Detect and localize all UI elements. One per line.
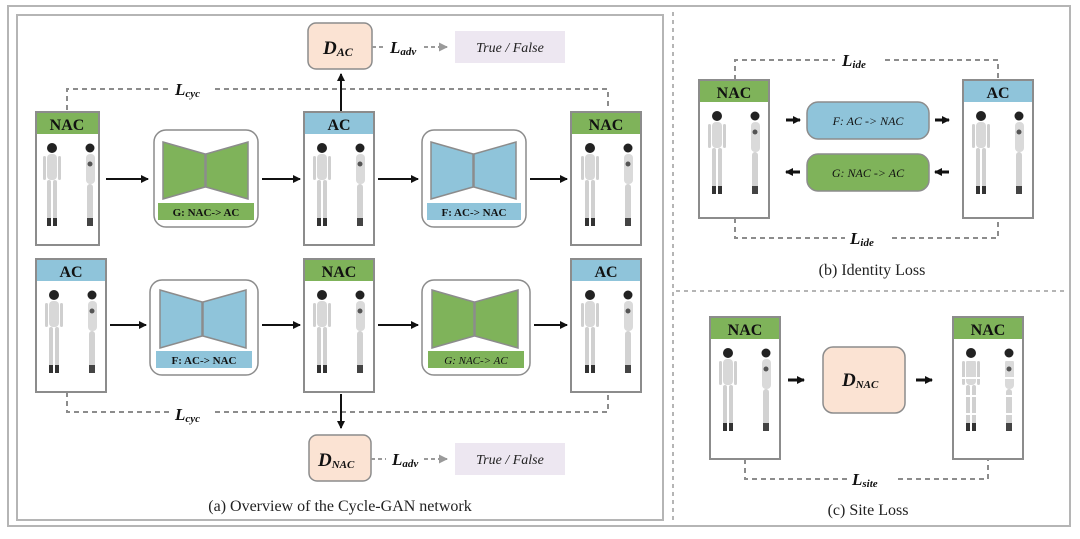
discriminator-nac-label: DNAC xyxy=(317,450,355,471)
true-false-top: True / False xyxy=(476,41,544,56)
site-loss-path-right xyxy=(898,459,989,480)
true-false-bottom: True / False xyxy=(476,453,544,468)
svg-text:G: NAC-> AC: G: NAC-> AC xyxy=(173,207,240,219)
site-loss-path-left xyxy=(744,459,848,480)
l-ide-top: Lide xyxy=(841,51,866,71)
image-nac-row1-left: NAC xyxy=(35,111,100,246)
identity-loss-path-bottom-left xyxy=(734,218,845,239)
generator-g-row2: G: NAC-> AC xyxy=(421,279,531,376)
svg-text:NAC: NAC xyxy=(717,85,752,102)
l-adv-top: Ladv xyxy=(389,38,416,58)
identity-loss-path-top-left xyxy=(734,59,835,80)
l-cyc-top: Lcyc xyxy=(174,80,200,100)
true-false-box-top xyxy=(455,31,565,63)
image-ac-row2-right: AC xyxy=(570,258,642,393)
true-false-box-bottom xyxy=(455,443,565,475)
image-ac-row1-mid: AC xyxy=(303,111,375,246)
svg-text:AC: AC xyxy=(986,85,1009,102)
image-ac-row2-left: AC xyxy=(35,258,107,393)
cycle-loss-path-bottom-right xyxy=(215,392,609,413)
generator-g-panel-b-label: G: NAC -> AC xyxy=(832,166,905,180)
generator-f-panel-b-label: F: AC -> NAC xyxy=(832,114,905,128)
cycle-loss-path-bottom-left xyxy=(66,392,170,413)
svg-text:F: AC-> NAC: F: AC-> NAC xyxy=(442,207,507,219)
caption-a: (a) Overview of the Cycle-GAN network xyxy=(208,498,471,515)
generator-g-panel-b xyxy=(806,153,930,192)
panel-a-frame xyxy=(16,14,664,521)
image-nac-row2-mid: NAC xyxy=(303,258,375,393)
identity-loss-path-bottom-right xyxy=(892,218,999,239)
l-ide-bottom: Lide xyxy=(849,229,874,249)
image-nac-row1-right: NAC xyxy=(570,111,642,246)
svg-text:AC: AC xyxy=(594,264,617,281)
caption-c: (c) Site Loss xyxy=(828,502,909,519)
generator-f-row1: F: AC-> NAC xyxy=(421,129,527,228)
l-adv-bottom: Ladv xyxy=(391,450,418,470)
image-ac-panel-b: AC xyxy=(962,79,1034,219)
generator-f-panel-b xyxy=(806,101,930,140)
l-cyc-bottom: Lcyc xyxy=(174,405,200,425)
caption-b: (b) Identity Loss xyxy=(819,262,926,279)
svg-text:NAC: NAC xyxy=(971,322,1006,339)
discriminator-nac-panel-c-label: DNAC xyxy=(841,370,879,391)
svg-text:AC: AC xyxy=(327,117,350,134)
svg-text:G: NAC-> AC: G: NAC-> AC xyxy=(444,355,508,367)
identity-loss-path-top-right xyxy=(885,59,999,80)
cycle-loss-path-top-right xyxy=(215,88,609,110)
svg-text:NAC: NAC xyxy=(589,117,624,134)
discriminator-ac-label: DAC xyxy=(322,38,354,59)
l-site: Lsite xyxy=(851,470,878,490)
generator-f-row2: F: AC-> NAC xyxy=(149,279,259,376)
svg-text:F: AC-> NAC: F: AC-> NAC xyxy=(172,355,237,367)
svg-text:NAC: NAC xyxy=(50,117,85,134)
svg-text:AC: AC xyxy=(59,264,82,281)
generator-g-row1: G: NAC-> AC xyxy=(153,129,259,228)
svg-text:NAC: NAC xyxy=(322,264,357,281)
image-nac-panel-b: NAC xyxy=(698,79,770,219)
image-nac-panel-c-left: NAC xyxy=(709,316,781,460)
outer-frame xyxy=(7,5,1071,527)
cycle-loss-path-top-left xyxy=(66,88,170,110)
svg-text:NAC: NAC xyxy=(728,322,763,339)
discriminator-nac-panel-c xyxy=(822,346,906,414)
image-nac-panel-c-right: NAC xyxy=(952,316,1024,460)
